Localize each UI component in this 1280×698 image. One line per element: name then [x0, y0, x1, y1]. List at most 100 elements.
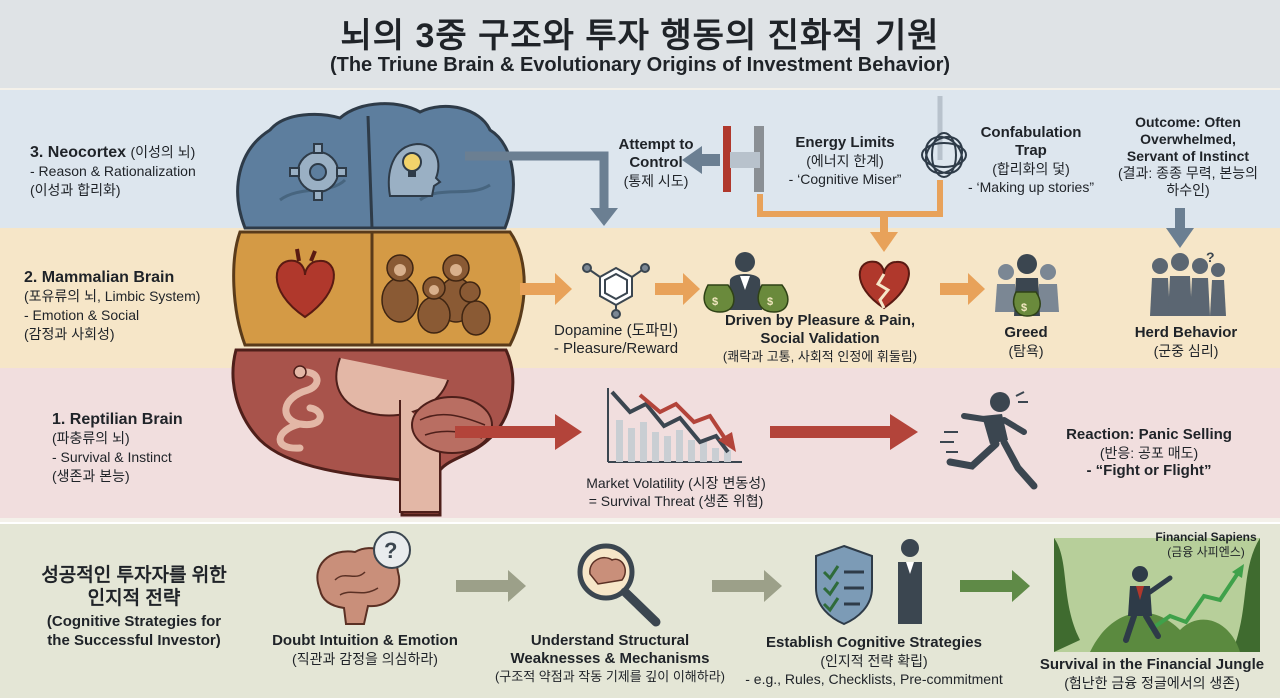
- establish-line-1: Establish Cognitive Strategies: [766, 634, 982, 651]
- svg-text:$: $: [1021, 302, 1027, 314]
- driven-label: Driven by Pleasure & Pain, Social Valida…: [700, 312, 940, 366]
- reaction-label: Reaction: Panic Selling (반응: 공포 매도) - “F…: [1060, 426, 1238, 480]
- confabulation-label: Confabulation Trap (합리화의 덫) - ‘Making up…: [956, 124, 1106, 196]
- confab-line-1: Confabulation: [980, 124, 1082, 141]
- mammalian-name: 2. Mammalian Brain: [24, 269, 175, 286]
- strategy-heading: 성공적인 투자자를 위한 인지적 전략 (Cognitive Strategie…: [24, 564, 244, 650]
- running-man-icon: [940, 391, 1038, 490]
- establish-line-3: - e.g., Rules, Checklists, Pre-commitmen…: [745, 671, 1003, 687]
- mammalian-band: [0, 228, 1280, 368]
- confab-line-2: Trap: [1015, 142, 1047, 159]
- neocortex-name: 3. Neocortex: [30, 144, 127, 161]
- attempt-control-label: Attempt to Control (통제 시도): [596, 136, 716, 190]
- mammalian-role-ko: (감정과 사회성): [24, 326, 115, 342]
- reptilian-role: - Survival & Instinct: [52, 449, 172, 465]
- neocortex-role-ko: (이성과 합리화): [30, 182, 121, 198]
- confab-line-3: (합리화의 덫): [992, 161, 1070, 177]
- attempt-line-2: Control: [629, 154, 683, 171]
- energy-line-1: Energy Limits: [795, 134, 895, 151]
- dopamine-molecule-icon: [582, 263, 650, 319]
- broken-heart-icon: [858, 260, 910, 310]
- checklist-shield-icon: [815, 539, 922, 626]
- driven-line-3: (쾌락과 고통, 사회적 인정에 휘둘림): [722, 349, 918, 364]
- greedy-crowd-icon: $: [995, 254, 1059, 317]
- energy-line-2: (에너지 한계): [806, 153, 884, 169]
- outcome-line-5: 하수인): [1166, 182, 1210, 198]
- reptilian-name-ko: (파충류의 뇌): [52, 430, 130, 446]
- outcome-line-3: Servant of Instinct: [1126, 148, 1250, 164]
- mammalian-role: - Emotion & Social: [24, 307, 140, 323]
- understand-line-2: Weaknesses & Mechanisms: [510, 650, 710, 667]
- survival-line-1: Survival in the Financial Jungle: [1039, 656, 1265, 673]
- svg-text:$: $: [712, 296, 718, 308]
- snake-icon: [276, 365, 324, 452]
- strategy-heading-ko-1: 성공적인 투자자를 위한: [41, 565, 227, 586]
- strategy-arrows: [456, 570, 1030, 602]
- reptilian-role-ko: (생존과 본능): [52, 468, 130, 484]
- survival-line-2: (험난한 금융 정글에서의 생존): [1064, 675, 1240, 691]
- establish-line-2: (인지적 전략 확립): [820, 653, 928, 669]
- outcome-line-4: (결과: 종종 무력, 본능의: [1117, 165, 1259, 181]
- outcome-label: Outcome: Often Overwhelmed, Servant of I…: [1108, 114, 1268, 199]
- driven-line-1: Driven by Pleasure & Pain,: [724, 312, 916, 329]
- strategy-heading-en-1: (Cognitive Strategies for: [46, 613, 222, 630]
- energy-limits-label: Energy Limits (에너지 한계) - ‘Cognitive Mise…: [770, 134, 920, 188]
- strategy-heading-ko-2: 인지적 전략: [87, 588, 181, 609]
- understand-line-3: (구조적 약점과 작동 기제를 깊이 이해하라): [494, 669, 726, 684]
- doubt-line-1: Doubt Intuition & Emotion: [272, 632, 458, 649]
- strategy-heading-en-2: the Successful Investor): [47, 632, 221, 649]
- reaction-line-1: Reaction: Panic Selling: [1066, 426, 1232, 443]
- dopamine-line-1: Dopamine (도파민): [554, 322, 678, 339]
- monkey-group-icon: [381, 254, 491, 336]
- attempt-line-1: Attempt to: [618, 136, 694, 153]
- barrier-icon: [723, 126, 764, 192]
- neocortex-label: 3. Neocortex (이성의 뇌) - Reason & Rational…: [30, 143, 250, 200]
- outcome-line-2: Overwhelmed,: [1140, 131, 1236, 147]
- greed-label: Greed (탐욕): [984, 324, 1068, 360]
- neocortex-brain: [236, 102, 515, 230]
- volatility-line-2: = Survival Threat (생존 위협): [588, 493, 764, 509]
- doubt-label: Doubt Intuition & Emotion (직관과 감정을 의심하라): [260, 632, 470, 668]
- neocortex-band: [0, 90, 1280, 228]
- reptilian-label: 1. Reptilian Brain (파충류의 뇌) - Survival &…: [52, 410, 232, 486]
- reptilian-name: 1. Reptilian Brain: [52, 411, 183, 428]
- outcome-line-1: Outcome: Often: [1135, 114, 1241, 130]
- greed-line-1: Greed: [1004, 324, 1048, 341]
- sapiens-line-2: (금융 사피엔스): [1167, 545, 1245, 559]
- establish-label: Establish Cognitive Strategies (인지적 전략 확…: [744, 634, 1004, 688]
- businessman-money-icon: $ $: [703, 252, 789, 313]
- reaction-line-3: - “Fight or Flight”: [1086, 462, 1212, 479]
- falling-chart-icon: [607, 388, 742, 463]
- brain-question-icon: ?: [316, 531, 411, 625]
- confab-line-4: - ‘Making up stories”: [967, 179, 1095, 195]
- svg-text:?: ?: [384, 538, 397, 563]
- neocortex-role: - Reason & Rationalization: [30, 163, 196, 179]
- title-band: [0, 0, 1280, 88]
- volatility-line-1: Market Volatility (시장 변동성): [586, 475, 766, 491]
- attempt-line-3: (통제 시도): [623, 173, 689, 189]
- magnifier-brain-icon: [577, 543, 661, 627]
- neocortex-name-ko: (이성의 뇌): [130, 144, 196, 160]
- svg-text:$: $: [767, 296, 773, 308]
- tangled-thought-icon: [921, 132, 967, 178]
- herd-line-1: Herd Behavior: [1134, 324, 1238, 341]
- lightbulb-head-icon: [387, 142, 442, 197]
- title-english: (The Triune Brain & Evolutionary Origins…: [329, 54, 951, 76]
- herd-line-2: (군중 심리): [1153, 343, 1219, 359]
- sapiens-line-1: Financial Sapiens: [1155, 530, 1257, 544]
- svg-text:?: ?: [1206, 249, 1215, 265]
- dopamine-label: Dopamine (도파민) - Pleasure/Reward: [536, 322, 696, 358]
- herd-people-icon: ?: [1150, 249, 1226, 316]
- understand-label: Understand Structural Weaknesses & Mecha…: [480, 632, 740, 686]
- gear-icon: [289, 143, 347, 201]
- reaction-line-2: (반응: 공포 매도): [1099, 445, 1199, 461]
- understand-line-1: Understand Structural: [530, 632, 690, 649]
- jungle-climber-icon: [1054, 538, 1260, 652]
- mammalian-name-ko: (포유류의 뇌, Limbic System): [24, 288, 201, 304]
- dopamine-line-2: - Pleasure/Reward: [553, 340, 679, 357]
- volatility-label: Market Volatility (시장 변동성) = Survival Th…: [566, 474, 786, 510]
- mammalian-arrows: [520, 273, 985, 305]
- herd-label: Herd Behavior (군중 심리): [1124, 324, 1248, 360]
- mammalian-label: 2. Mammalian Brain (포유류의 뇌, Limbic Syste…: [24, 268, 234, 344]
